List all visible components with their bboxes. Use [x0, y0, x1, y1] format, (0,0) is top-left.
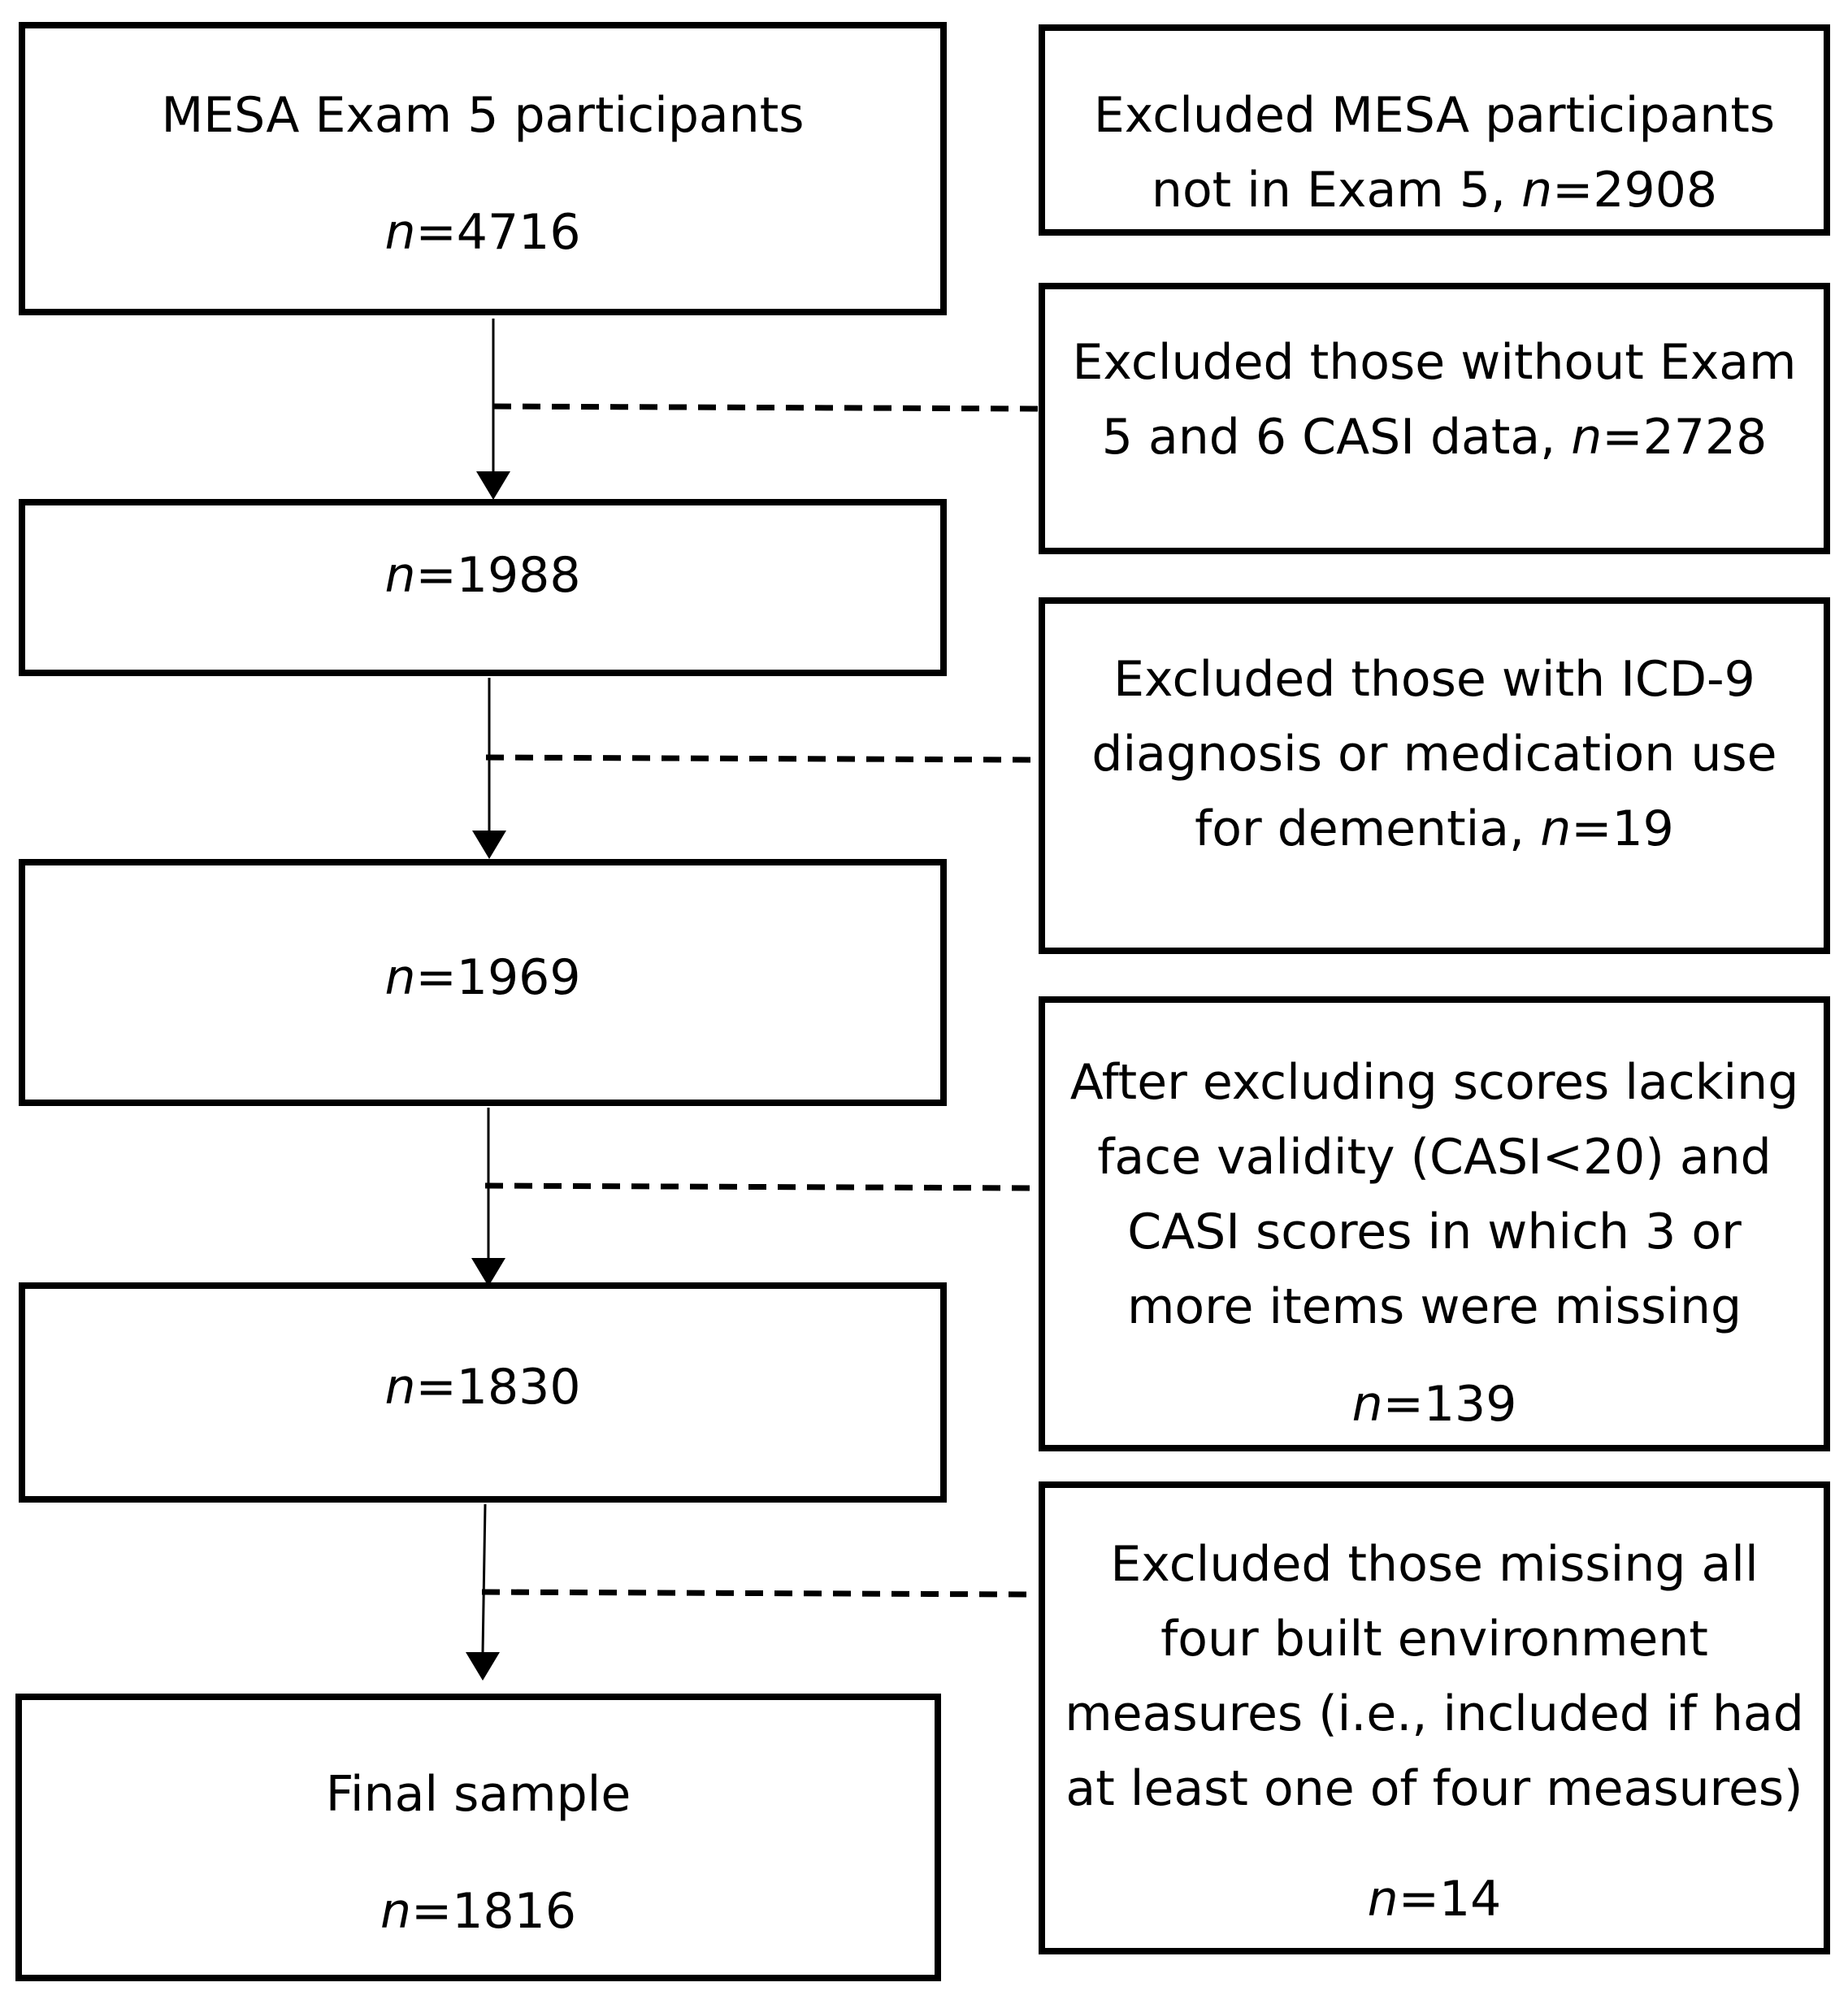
flow-arrowhead-4 [466, 1652, 500, 1681]
exclusion-count: n=139 [1351, 1376, 1517, 1433]
main-box-label: MESA Exam 5 participants [161, 87, 805, 144]
sample-count: n=4716 [384, 204, 581, 261]
exclusion-text-line: more items were missing [1126, 1278, 1742, 1335]
exclusion-dashed-line-1 [492, 403, 1041, 412]
sample-count: n=1816 [380, 1883, 576, 1940]
exclusion-text-line: Excluded those without Exam [1072, 334, 1797, 391]
main-box-5: Final sample n=1816 [15, 1694, 941, 1981]
flow-arrowhead-3 [471, 1258, 505, 1286]
sample-count: n=1988 [384, 547, 581, 604]
exclusion-dashed-line-3 [484, 1182, 1033, 1191]
exclusion-text-line: at least one of four measures) [1065, 1760, 1803, 1817]
main-box-label: Final sample [325, 1766, 631, 1823]
exclusion-text-line: CASI scores in which 3 or [1127, 1204, 1742, 1260]
exclusion-text-line: Excluded MESA participants [1093, 87, 1776, 144]
exclusion-text-line: After excluding scores lacking [1069, 1054, 1799, 1111]
exclusion-text-line: Excluded those missing all [1110, 1536, 1759, 1593]
main-box-4: n=1830 [19, 1282, 947, 1503]
exclusion-text-line: face validity (CASI<20) and [1097, 1129, 1772, 1186]
sample-count: n=1969 [384, 949, 581, 1006]
sample-count: n=1830 [384, 1359, 581, 1416]
exclusion-count: not in Exam 5, n=2908 [1151, 162, 1718, 219]
flow-arrowhead-2 [472, 831, 506, 859]
exclusion-text-line: four built environment [1160, 1611, 1708, 1668]
main-box-2: n=1988 [19, 499, 947, 676]
flow-arrow-4 [481, 1503, 487, 1653]
exclusion-box-4: After excluding scores lacking face vali… [1039, 996, 1830, 1451]
exclusion-text-line: Excluded those with ICD-9 [1113, 651, 1755, 708]
exclusion-box-2: Excluded those without Exam 5 and 6 CASI… [1039, 283, 1830, 554]
flow-arrowhead-1 [476, 471, 510, 500]
exclusion-box-1: Excluded MESA participants not in Exam 5… [1039, 24, 1830, 236]
main-box-1: MESA Exam 5 participants n=4716 [19, 22, 947, 315]
exclusion-dashed-line-4 [481, 1589, 1029, 1598]
exclusion-box-3: Excluded those with ICD-9 diagnosis or m… [1039, 597, 1830, 954]
exclusion-text-line: measures (i.e., included if had [1065, 1685, 1804, 1742]
exclusion-count: n=14 [1367, 1871, 1502, 1928]
exclusion-text-line: diagnosis or medication use [1091, 726, 1777, 783]
exclusion-count: 5 and 6 CASI data, n=2728 [1101, 409, 1768, 466]
exclusion-dashed-line-2 [485, 754, 1033, 763]
main-box-3: n=1969 [19, 859, 947, 1106]
exclusion-count: for dementia, n=19 [1195, 800, 1674, 857]
exclusion-box-5: Excluded those missing all four built en… [1039, 1481, 1830, 1954]
